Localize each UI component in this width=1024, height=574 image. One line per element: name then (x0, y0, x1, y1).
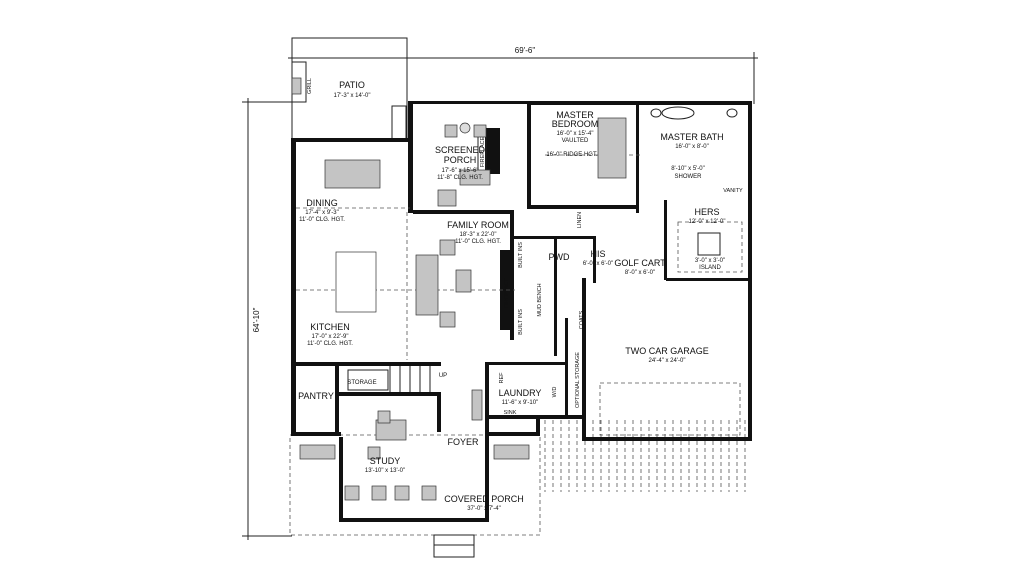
vanity-label: VANITY (723, 188, 743, 194)
storage-label: STORAGE (347, 380, 376, 386)
family-fireplace-label: FIREPLACE (504, 277, 510, 308)
furniture (299, 106, 738, 501)
master-bath-size: 16'-0" x 8'-0" (675, 144, 709, 150)
foyer-label: FOYER (447, 437, 479, 447)
patio-size: 17'-3" x 14'-0" (334, 93, 371, 99)
built-ins-label-bottom: BUILT INS (518, 309, 524, 335)
screened-porch-label-2: PORCH (444, 155, 477, 165)
porch-fireplace-label: FIREPLACE (480, 136, 486, 167)
coats-label: COATS (579, 310, 585, 329)
garage-label: TWO CAR GARAGE (625, 346, 709, 356)
his-label: HIS (590, 249, 605, 259)
depth-label: 64'-10" (252, 307, 261, 332)
covered-porch-label: COVERED PORCH (444, 494, 524, 504)
study-size: 13'-10" x 13'-0" (365, 468, 405, 474)
room-labels: SCREENED PORCH 17'-6" x 15'-6" 11'-8" CL… (298, 110, 743, 512)
mud-bench-label: MUD BENCH (537, 283, 543, 316)
patio-label: PATIO (339, 80, 365, 90)
sink-label: SINK (504, 410, 517, 416)
shower-label: SHOWER (675, 174, 703, 180)
dining-ceiling: 11'-0" CLG. HGT. (299, 217, 345, 223)
hers-size: 12'-0" x 12'-0" (689, 219, 726, 225)
master-bedroom-label: MASTER (556, 110, 594, 120)
study-label: STUDY (370, 456, 401, 466)
screened-porch-size: 17'-6" x 15'-6" (442, 168, 479, 174)
patio: GRILL PATIO 17'-3" x 14'-0" (291, 37, 408, 141)
hers-label: HERS (694, 207, 719, 217)
master-bath-label: MASTER BATH (660, 132, 723, 142)
pantry-label: PANTRY (298, 391, 334, 401)
laundry-size: 11'-6" x 9'-10" (502, 400, 538, 406)
dining-label: DINING (306, 198, 338, 208)
screened-porch-label: SCREENED (435, 145, 486, 155)
garage-size: 24'-4" x 24'-0" (649, 358, 686, 364)
garage-apron (544, 420, 746, 492)
family-room-size: 18'-3" x 22'-0" (460, 232, 497, 238)
island-label: ISLAND (699, 265, 721, 271)
kitchen-label: KITCHEN (310, 322, 350, 332)
ref-label: REF (499, 372, 505, 384)
optional-storage-label: OPTIONAL STORAGE (575, 352, 581, 408)
powder-label: PWD (549, 252, 570, 262)
master-bedroom-note: VAULTED (562, 138, 589, 144)
screened-porch-ceiling: 11'-8" CLG. HGT. (437, 175, 483, 181)
dining-size: 17'-4" x 9'-3" (305, 210, 339, 216)
walls (291, 101, 752, 522)
family-room-ceiling: 11'-0" CLG. HGT. (455, 239, 501, 245)
master-bedroom-size: 16'-0" x 15'-4" (557, 131, 594, 137)
laundry-label: LAUNDRY (499, 388, 542, 398)
covered-porch-size: 37'-0" x 7'-4" (467, 506, 501, 512)
master-bedroom-ridge: 16'-0" RIDGE HGT. (546, 152, 598, 158)
family-room-label: FAMILY ROOM (447, 220, 509, 230)
kitchen-ceiling: 11'-0" CLG. HGT. (307, 341, 353, 347)
linen-label: LINEN (577, 212, 583, 228)
island-size: 3'-0" x 3'-0" (695, 258, 725, 264)
depth-dimension: 64'-10" (242, 98, 292, 540)
shower-size: 8'-10" x 5'-0" (671, 166, 705, 172)
golf-cart-size: 8'-0" x 6'-0" (625, 270, 655, 276)
washer-dryer-label: W/D (552, 387, 558, 398)
kitchen-size: 17'-0" x 22'-9" (312, 334, 349, 340)
his-size: 6'-0" x 6'-0" (583, 261, 613, 267)
built-ins-label-top: BUILT INS (518, 242, 524, 268)
grill-label: GRILL (307, 78, 313, 94)
stairs-up-label: UP (439, 373, 447, 379)
golf-cart-label: GOLF CART (614, 258, 666, 268)
width-label: 69'-6" (515, 46, 536, 55)
master-bedroom-label-2: BEDROOM (552, 119, 599, 129)
